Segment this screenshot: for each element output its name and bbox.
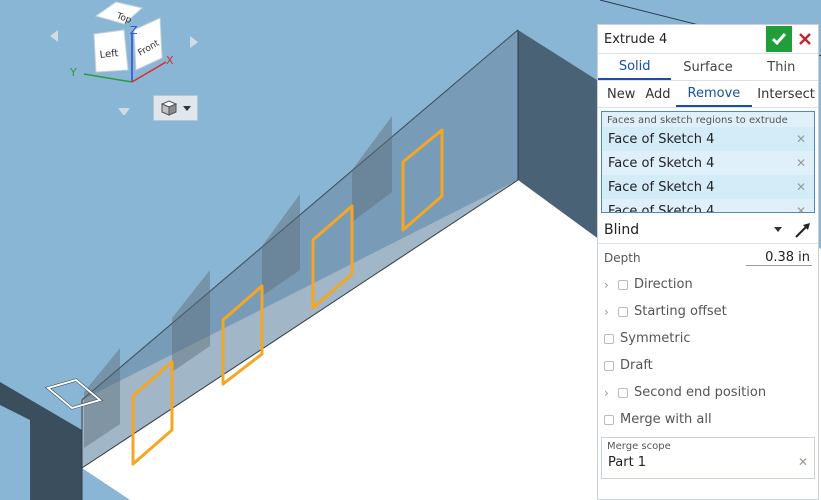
draft-checkbox[interactable] — [604, 360, 614, 371]
tab-add[interactable]: Add — [645, 86, 671, 102]
selection-list: Face of Sketch 4 ✕ Face of Sketch 4 ✕ Fa… — [602, 127, 814, 213]
depth-field[interactable]: Depth 0.38 in — [598, 244, 818, 271]
front-wall[interactable] — [82, 30, 518, 468]
merge-scope-field[interactable]: Merge scope Part 1 ✕ — [601, 437, 815, 479]
tab-solid[interactable]: Solid — [598, 54, 672, 80]
direction-option[interactable]: › Direction — [598, 271, 818, 298]
second-end-option[interactable]: › Second end position — [598, 379, 818, 406]
tab-thin[interactable]: Thin — [767, 59, 796, 75]
rotate-down-arrow-icon[interactable] — [118, 108, 130, 116]
merge-all-option[interactable]: Merge with all — [598, 406, 818, 433]
chevron-down-icon — [774, 227, 782, 232]
end-type-select[interactable]: Blind — [598, 216, 818, 244]
right-inner-wall[interactable] — [518, 30, 600, 240]
list-item[interactable]: Face of Sketch 4 ✕ — [602, 199, 814, 213]
flip-direction-icon[interactable] — [794, 221, 812, 239]
sketch-region[interactable] — [401, 128, 444, 232]
faces-selection-field[interactable]: Faces and sketch regions to extrude Face… — [601, 111, 815, 213]
starting-offset-label: Starting offset — [634, 304, 727, 319]
symmetric-checkbox[interactable] — [604, 333, 614, 344]
cube-front-face[interactable] — [133, 17, 163, 71]
plane-triad-icon[interactable] — [44, 378, 104, 410]
chevron-right-icon[interactable]: › — [604, 385, 609, 400]
dialog-title: Extrude 4 — [604, 31, 668, 47]
body-type-tabs: Solid Surface Thin — [598, 54, 818, 81]
sketch-region[interactable] — [131, 360, 174, 466]
chevron-down-icon — [182, 105, 191, 111]
close-icon — [799, 33, 811, 45]
draft-label: Draft — [620, 358, 653, 373]
end-type-value: Blind — [604, 221, 640, 238]
starting-offset-option[interactable]: › Starting offset — [598, 298, 818, 325]
axis-z-label: Z — [130, 24, 138, 37]
tab-remove[interactable]: Remove — [675, 81, 753, 107]
list-item[interactable]: Face of Sketch 4 ✕ — [602, 151, 814, 175]
chevron-right-icon[interactable]: › — [604, 304, 609, 319]
list-item[interactable]: Face of Sketch 4 ✕ — [602, 127, 814, 151]
merge-all-checkbox[interactable] — [604, 414, 614, 425]
cube-icon — [160, 100, 177, 116]
symmetric-option[interactable]: Symmetric — [598, 325, 818, 352]
list-item[interactable]: Face of Sketch 4 ✕ — [602, 175, 814, 199]
depth-input[interactable]: 0.38 in — [746, 250, 812, 266]
sketch-region[interactable] — [311, 204, 354, 310]
remove-icon[interactable]: ✕ — [796, 156, 807, 170]
checkmark-icon — [771, 33, 787, 46]
cube-left-label: Left — [99, 48, 119, 61]
remove-icon[interactable]: ✕ — [796, 180, 807, 194]
extrude-dialog: Extrude 4 Solid Surface Thin New Add Rem… — [597, 24, 819, 500]
dialog-header: Extrude 4 — [598, 25, 818, 54]
cube-left-face[interactable] — [93, 29, 129, 73]
tab-intersect[interactable]: Intersect — [757, 86, 815, 102]
axis-y-label: Y — [69, 66, 77, 79]
cube-top-face[interactable] — [94, 1, 144, 25]
remove-icon[interactable]: ✕ — [797, 455, 808, 469]
draft-option[interactable]: Draft — [598, 352, 818, 379]
sketch-region[interactable] — [221, 284, 264, 386]
view-cube[interactable]: Top Left Front Z X Y — [44, 0, 204, 116]
axis-x-label: X — [166, 54, 174, 67]
extrude-preview — [84, 348, 120, 448]
accept-button[interactable] — [766, 26, 792, 52]
extrude-preview — [352, 116, 392, 222]
depth-label: Depth — [604, 250, 641, 265]
merge-scope-label: Merge scope — [607, 441, 671, 452]
direction-checkbox[interactable] — [618, 279, 628, 290]
view-menu-button[interactable] — [153, 95, 198, 121]
second-end-label: Second end position — [634, 385, 767, 400]
list-item[interactable]: Part 1 ✕ — [602, 453, 814, 472]
extrude-preview — [172, 270, 210, 372]
starting-offset-checkbox[interactable] — [618, 306, 628, 317]
selection-label: Faces and sketch regions to extrude — [607, 115, 788, 126]
tab-new[interactable]: New — [607, 86, 636, 102]
extrude-preview — [262, 194, 300, 296]
tab-surface[interactable]: Surface — [683, 59, 733, 75]
symmetric-label: Symmetric — [620, 331, 691, 346]
remove-icon[interactable]: ✕ — [796, 132, 807, 146]
merge-all-label: Merge with all — [620, 412, 712, 427]
merge-scope-value: Part 1 — [608, 455, 647, 470]
cancel-button[interactable] — [792, 26, 818, 52]
rotate-left-arrow-icon[interactable] — [50, 30, 58, 42]
rotate-right-arrow-icon[interactable] — [190, 36, 198, 48]
second-end-checkbox[interactable] — [618, 387, 628, 398]
direction-label: Direction — [634, 277, 693, 292]
remove-icon[interactable]: ✕ — [796, 204, 807, 213]
operation-tabs: New Add Remove Intersect — [598, 81, 818, 108]
chevron-right-icon[interactable]: › — [604, 277, 609, 292]
